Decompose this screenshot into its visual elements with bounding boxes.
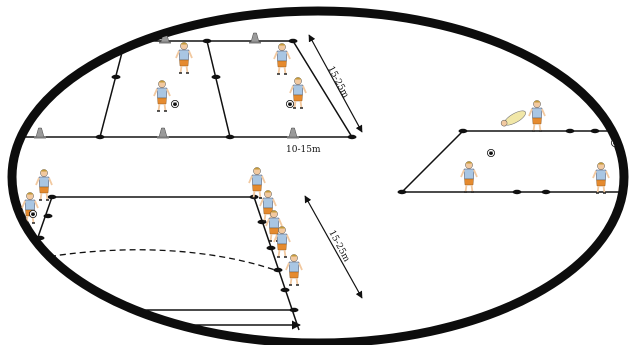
player-icon	[273, 42, 291, 75]
top-side-arrow	[308, 34, 363, 133]
cone-icon	[33, 127, 47, 139]
player-icon	[528, 99, 546, 132]
right-grid	[400, 130, 620, 193]
disc-marker-icon	[95, 134, 105, 140]
disc-marker-icon	[347, 134, 357, 140]
disc-marker-icon	[541, 189, 551, 195]
disc-marker-icon	[288, 38, 298, 44]
ball-icon	[285, 99, 295, 109]
left-side-label: 15-25m	[326, 229, 351, 265]
disc-marker-icon	[512, 189, 522, 195]
disc-marker-icon	[273, 267, 283, 273]
player-icon	[175, 41, 193, 74]
disc-marker-icon	[211, 74, 221, 80]
disc-marker-icon	[47, 194, 57, 200]
top-bottom-label: 10-15m	[286, 145, 321, 155]
ball-icon	[28, 209, 38, 219]
cone-icon	[248, 32, 262, 44]
top-side-label: 15-25m	[325, 65, 350, 101]
disc-marker-icon	[111, 74, 121, 80]
ball-icon	[170, 99, 180, 109]
player-icon	[248, 166, 266, 199]
player-icon	[285, 253, 303, 286]
player-icon	[460, 160, 478, 193]
cone-icon	[156, 127, 170, 139]
disc-marker-icon	[590, 128, 600, 134]
cone-icon	[286, 127, 300, 139]
disc-marker-icon	[397, 189, 407, 195]
oval-frame	[7, 6, 629, 345]
disc-marker-icon	[266, 245, 276, 251]
disc-marker-icon	[225, 134, 235, 140]
disc-marker-icon	[202, 38, 212, 44]
left-side-arrow	[304, 195, 363, 299]
disc-marker-icon	[280, 287, 290, 293]
bottom-grid	[16, 196, 301, 331]
disc-marker-icon	[565, 128, 575, 134]
disc-marker-icon	[43, 213, 53, 219]
disc-marker-icon	[458, 128, 468, 134]
disc-marker-icon	[289, 307, 299, 313]
player-icon	[592, 161, 610, 194]
goalkeeper-icon	[500, 110, 526, 127]
ball-icon	[486, 148, 496, 158]
